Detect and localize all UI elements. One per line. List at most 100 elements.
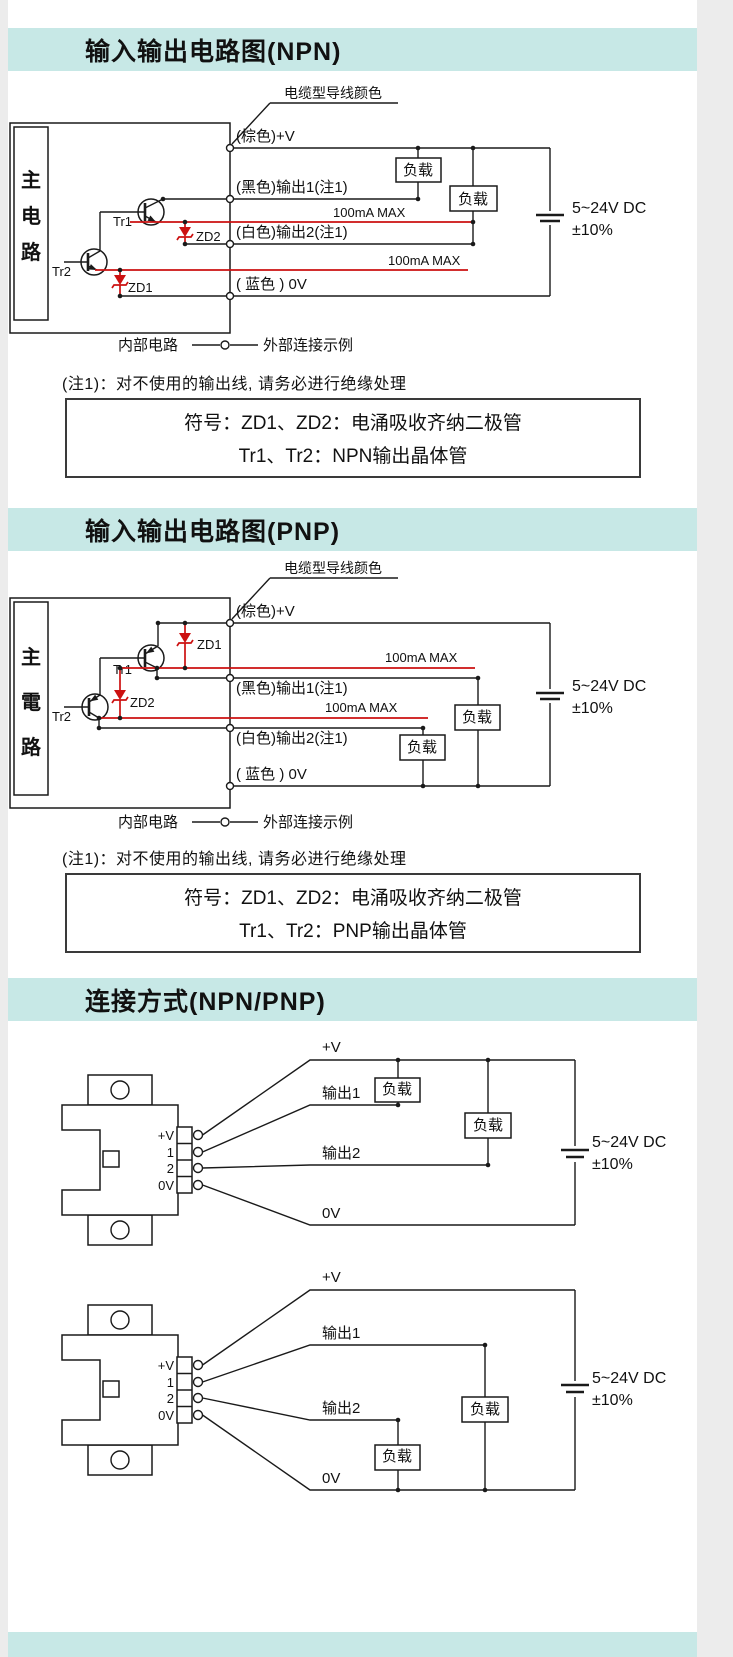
pnp-section-header: 输入输出电路图(PNP) bbox=[8, 508, 697, 551]
terminal-label-0v: 0V bbox=[158, 1408, 174, 1423]
wire-0v-label: 0V bbox=[322, 1470, 340, 1487]
tr1-label: Tr1 bbox=[113, 662, 132, 677]
legend-internal-label: 内部电路 bbox=[118, 814, 178, 831]
npn-section-header: 输入输出电路图(NPN) bbox=[8, 28, 697, 71]
current-max1-label: 100mA MAX bbox=[333, 205, 406, 220]
transistor-tr1: Tr1 bbox=[99, 623, 165, 695]
terminal-label-0v: 0V bbox=[158, 1178, 174, 1193]
terminal-label-2: 2 bbox=[167, 1391, 174, 1406]
transistor-tr2: Tr2 bbox=[52, 248, 108, 279]
mounting-hole-top bbox=[110, 1310, 130, 1330]
sensor-body: +V 1 2 0V bbox=[61, 1074, 204, 1246]
wire-v-label: +V bbox=[322, 1039, 341, 1056]
load1-label: 负载 bbox=[462, 709, 492, 726]
main-circuit-char-1: 主 bbox=[21, 645, 41, 669]
pnp-symbol-line1: 符号：ZD1、ZD2：电涌吸收齐纳二极管 bbox=[184, 888, 522, 909]
power-tolerance-label: ±10% bbox=[592, 1156, 633, 1173]
load-box-1: 负载 bbox=[461, 1345, 509, 1490]
legend-internal-label: 内部电路 bbox=[118, 337, 178, 354]
pnp-symbol-box: 符号：ZD1、ZD2：电涌吸收齐纳二极管 Tr1、Tr2：PNP输出晶体管 bbox=[65, 873, 641, 953]
connection-diagram-2: +V 1 2 0V 5~24V DC ±10% 负载 bbox=[61, 1269, 666, 1493]
tr2-label: Tr2 bbox=[52, 264, 71, 279]
connection-diagrams: +V 1 2 0V 5~24V DC ±10% 负载 bbox=[61, 1039, 666, 1493]
terminal-label-1: 1 bbox=[167, 1375, 174, 1390]
load-box-2: 负载 bbox=[449, 148, 498, 244]
wire-out1-label: 输出1 bbox=[322, 1085, 360, 1102]
pnp-circuit-diagram: 电缆型导线颜色 主 電 路 Tr1 Tr2 bbox=[9, 560, 646, 831]
load1-label: 负载 bbox=[470, 1401, 500, 1418]
junction-dots bbox=[395, 1057, 491, 1168]
load-box-1: 负载 bbox=[374, 1060, 421, 1105]
terminal-label-2: 2 bbox=[167, 1161, 174, 1176]
power-voltage-label: 5~24V DC bbox=[572, 200, 646, 217]
wire-white-label: (白色)输出2(注1) bbox=[236, 224, 348, 241]
main-circuit-char-3: 路 bbox=[21, 735, 42, 759]
load2-label: 负载 bbox=[382, 1448, 412, 1465]
legend: 内部电路 外部连接示例 bbox=[118, 814, 353, 831]
wire-brown-label: (棕色)+V bbox=[236, 603, 295, 620]
load-box-1: 负载 bbox=[395, 148, 442, 199]
power-tolerance-label: ±10% bbox=[572, 222, 613, 239]
zener-zd1: ZD1 bbox=[111, 267, 153, 299]
terminal-label-v: +V bbox=[158, 1128, 175, 1143]
power-voltage-label: 5~24V DC bbox=[592, 1370, 666, 1387]
terminal-label-1: 1 bbox=[167, 1145, 174, 1160]
npn-symbol-line1: 符号：ZD1、ZD2：电涌吸收齐纳二极管 bbox=[184, 413, 522, 434]
wire-out2-label: 输出2 bbox=[322, 1400, 360, 1417]
sensor-body: +V 1 2 0V bbox=[61, 1304, 204, 1476]
wire-blue-label: ( 蓝色 ) 0V bbox=[236, 766, 307, 783]
power-supply: 5~24V DC ±10% bbox=[561, 1134, 666, 1173]
main-circuit-char-2: 电 bbox=[21, 205, 41, 228]
junction-dots bbox=[96, 620, 481, 789]
power-supply: 5~24V DC ±10% bbox=[536, 678, 646, 717]
cable-terminals bbox=[225, 618, 235, 791]
transistor-tr1: Tr1 bbox=[99, 198, 165, 251]
transistor-tr2: Tr2 bbox=[52, 693, 109, 728]
wire-out2-label: 输出2 bbox=[322, 1145, 360, 1162]
power-supply: 5~24V DC ±10% bbox=[536, 200, 646, 239]
load-box-2: 负载 bbox=[399, 728, 446, 786]
connection-section-header: 连接方式(NPN/PNP) bbox=[8, 978, 697, 1021]
cable-color-label: 电缆型导线颜色 bbox=[284, 560, 382, 576]
main-circuit-char-3: 路 bbox=[21, 240, 42, 264]
circuit-wires bbox=[99, 622, 551, 787]
connection-section-title: 连接方式(NPN/PNP) bbox=[85, 987, 326, 1016]
wire-out1-label: 输出1 bbox=[322, 1325, 360, 1342]
cable-color-callout: 电缆型导线颜色 bbox=[231, 560, 398, 620]
tr1-label: Tr1 bbox=[113, 214, 132, 229]
wire-blue-label: ( 蓝色 ) 0V bbox=[236, 276, 307, 293]
wire-brown-label: (棕色)+V bbox=[236, 128, 295, 145]
pnp-symbol-line2: Tr1、Tr2：PNP输出晶体管 bbox=[239, 921, 467, 942]
npn-note: (注1)：对不使用的输出线, 请务必进行绝缘处理 bbox=[62, 376, 407, 393]
wire-0v-label: 0V bbox=[322, 1205, 340, 1222]
cable-color-callout: 电缆型导线颜色 bbox=[231, 85, 398, 145]
connection-diagram-1: +V 1 2 0V 5~24V DC ±10% 负载 bbox=[61, 1039, 666, 1246]
main-circuit-char-1: 主 bbox=[21, 168, 41, 192]
junction-dots bbox=[160, 145, 476, 247]
current-max2-label: 100mA MAX bbox=[388, 253, 461, 268]
load-box-2: 负载 bbox=[374, 1420, 421, 1490]
zd2-label: ZD2 bbox=[130, 695, 155, 710]
power-supply: 5~24V DC ±10% bbox=[561, 1370, 666, 1409]
pnp-note: (注1)：对不使用的输出线, 请务必进行绝缘处理 bbox=[62, 851, 407, 868]
zd2-label: ZD2 bbox=[196, 229, 221, 244]
zd1-label: ZD1 bbox=[128, 280, 153, 295]
wire-v-label: +V bbox=[322, 1269, 341, 1286]
power-tolerance-label: ±10% bbox=[592, 1392, 633, 1409]
wire-black-label: (黑色)输出1(注1) bbox=[236, 179, 348, 196]
main-circuit-box: 主 電 路 bbox=[9, 597, 231, 809]
pnp-section-title: 输入输出电路图(PNP) bbox=[85, 517, 341, 546]
load1-label: 负载 bbox=[382, 1081, 412, 1098]
cable-color-label: 电缆型导线颜色 bbox=[284, 85, 382, 101]
wire-white-label: (白色)输出2(注1) bbox=[236, 730, 348, 747]
wire-black-label: (黑色)输出1(注1) bbox=[236, 680, 348, 697]
power-tolerance-label: ±10% bbox=[572, 700, 613, 717]
zener-zd2: ZD2 bbox=[111, 665, 155, 721]
optical-window bbox=[102, 1380, 120, 1398]
main-circuit-box: 主 电 路 bbox=[9, 122, 231, 334]
terminal-label-v: +V bbox=[158, 1358, 175, 1373]
power-voltage-label: 5~24V DC bbox=[572, 678, 646, 695]
tr2-label: Tr2 bbox=[52, 709, 71, 724]
zener-zd1: ZD1 bbox=[176, 620, 222, 671]
load2-label: 负载 bbox=[458, 191, 488, 208]
